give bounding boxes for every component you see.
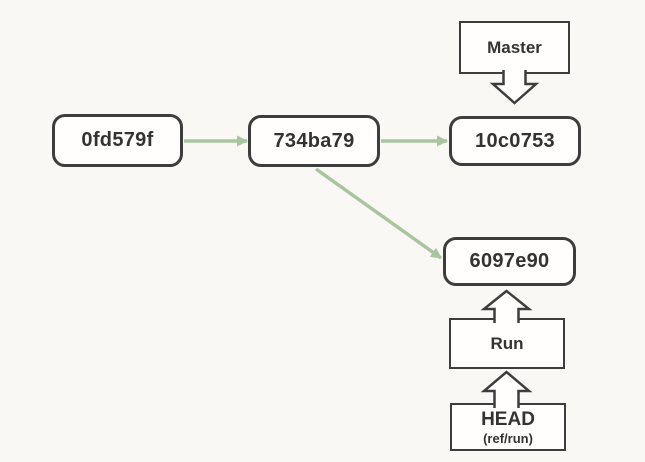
head-ref-label: HEAD (481, 408, 535, 430)
master-pointer-down-arrow (489, 70, 540, 105)
commit-hash-label: 734ba79 (273, 129, 355, 152)
run-ref-label: Run (490, 334, 524, 353)
commit-node-1: 0fd579f (52, 114, 183, 167)
commit-node-3: 10c0753 (449, 116, 581, 166)
commit-hash-label: 10c0753 (475, 129, 555, 152)
commit-hash-label: 0fd579f (81, 129, 154, 151)
edge-arrow-commit2-commit4 (314, 167, 443, 260)
head-ref-box: HEAD (ref/run) (450, 403, 566, 451)
head-ref-sublabel: (ref/run) (483, 430, 533, 446)
master-ref-box: Master (459, 21, 570, 74)
commit-hash-label: 6097e90 (469, 250, 550, 272)
master-ref-label: Master (487, 38, 542, 57)
commit-node-4: 6097e90 (443, 237, 576, 286)
run-ref-box: Run (449, 318, 565, 369)
commit-node-2: 734ba79 (248, 115, 380, 167)
